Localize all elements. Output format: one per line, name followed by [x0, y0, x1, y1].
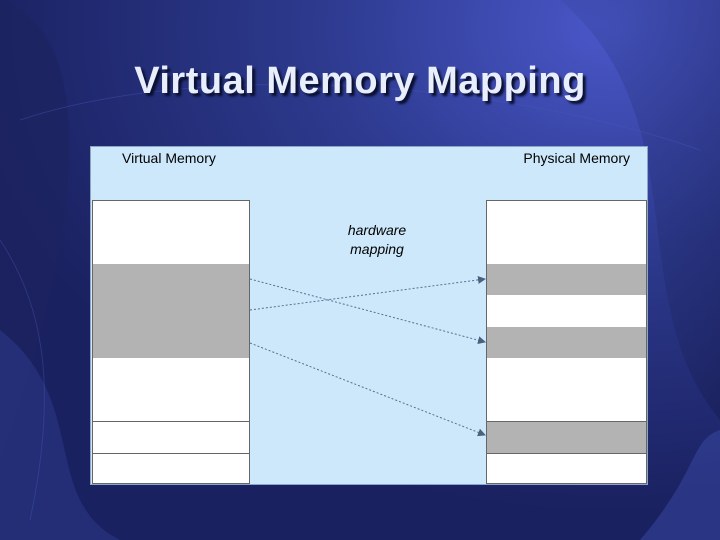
mapping-arrow-1	[249, 278, 486, 345]
virtual-memory-column	[92, 200, 250, 484]
hardware-mapping-label-line2: mapping	[350, 241, 404, 257]
physical-block-free	[487, 453, 646, 483]
physical-block-mapped	[487, 264, 646, 295]
virtual-block-free	[93, 358, 249, 421]
mapping-arrow-3	[249, 342, 486, 437]
physical-block-free	[487, 358, 646, 421]
virtual-block-free	[93, 201, 249, 264]
slide-title: Virtual Memory Mapping	[134, 60, 586, 102]
physical-memory-column	[486, 200, 647, 484]
physical-block-free	[487, 295, 646, 327]
virtual-memory-label: Virtual Memory	[122, 150, 216, 166]
virtual-block-free	[93, 421, 249, 453]
virtual-block-free	[93, 453, 249, 483]
hardware-mapping-label: hardware mapping	[327, 221, 427, 259]
physical-block-free	[487, 201, 646, 264]
mapping-arrow-2	[249, 275, 486, 311]
physical-memory-label: Physical Memory	[523, 150, 630, 166]
hardware-mapping-label-line1: hardware	[347, 222, 407, 238]
physical-block-mapped	[487, 421, 646, 453]
virtual-block-mapped	[93, 264, 249, 358]
diagram-panel: Virtual Memory Physical Memory hardware …	[90, 146, 648, 485]
physical-block-mapped	[487, 327, 646, 358]
